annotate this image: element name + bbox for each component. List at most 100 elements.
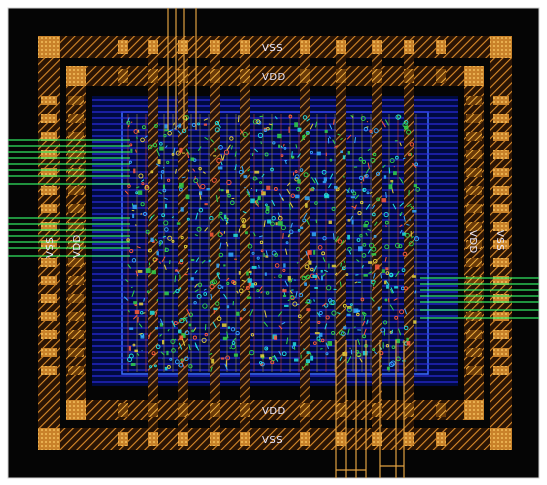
cell-contact <box>355 309 360 313</box>
cell-via <box>292 301 298 307</box>
cell-wire <box>411 162 417 169</box>
cell-via <box>372 348 376 352</box>
power-strap <box>300 36 310 450</box>
cell-wire <box>219 242 222 249</box>
cell-wire <box>337 133 341 136</box>
cell-via <box>229 136 234 141</box>
cell-via <box>253 282 258 286</box>
cell-wire <box>313 299 315 302</box>
cell-contact <box>213 307 218 310</box>
cell-via <box>408 241 414 247</box>
cell-wire <box>382 164 386 168</box>
cell-wire <box>301 134 306 142</box>
cell-wire <box>320 348 323 350</box>
cell-wire <box>357 338 361 345</box>
cell-contact <box>137 270 143 273</box>
cell-wire <box>194 176 196 180</box>
cell-via <box>131 258 137 263</box>
cell-via <box>317 245 323 250</box>
cell-contact <box>403 125 409 130</box>
cell-via <box>274 263 280 268</box>
cell-via <box>214 120 220 126</box>
cell-wire <box>392 203 397 210</box>
cell-wire <box>172 290 177 295</box>
cell-via <box>270 360 275 365</box>
cell-via <box>139 311 144 315</box>
cell-wire <box>133 314 138 320</box>
io-pad-right-inner <box>466 258 482 267</box>
power-strap <box>210 36 220 450</box>
cell-wire <box>277 311 283 317</box>
cell-wire <box>258 235 263 238</box>
io-pad-bottom-inner <box>436 403 446 417</box>
cell-via <box>238 288 244 293</box>
cell-wire <box>271 123 273 131</box>
cell-via <box>264 152 269 157</box>
cell-wire <box>367 148 371 152</box>
cell-wire <box>234 164 237 171</box>
cell-contact <box>190 258 195 262</box>
cell-wire <box>249 309 254 317</box>
cell-wire <box>140 213 143 215</box>
cell-contact <box>327 341 333 347</box>
cell-wire <box>399 229 403 234</box>
cell-wire <box>250 187 253 190</box>
cell-contact <box>250 282 255 288</box>
cell-contact <box>157 159 161 165</box>
cell-wire <box>261 189 263 195</box>
cell-contact <box>225 189 230 194</box>
io-pad-left-inner <box>68 222 84 231</box>
cell-via <box>193 178 199 184</box>
cell-via <box>327 298 333 303</box>
cell-wire <box>357 355 361 357</box>
cell-via <box>129 248 134 254</box>
cell-contact <box>132 213 135 219</box>
cell-via <box>163 134 167 138</box>
cell-via <box>192 335 197 340</box>
cell-wire <box>347 187 350 194</box>
io-pad-left <box>41 348 57 357</box>
cell-wire <box>156 298 159 302</box>
cell-wire <box>391 329 394 334</box>
io-pad-top-inner <box>336 69 346 83</box>
cell-wire <box>363 328 367 336</box>
cell-contact <box>242 224 246 228</box>
cell-wire <box>265 347 268 350</box>
cell-contact <box>316 151 321 156</box>
cell-via <box>163 220 169 226</box>
cell-contact <box>133 301 137 305</box>
cell-wire <box>163 197 168 200</box>
cell-contact <box>260 354 265 358</box>
io-pad-right-inner <box>466 204 482 213</box>
cell-contact <box>150 237 154 243</box>
cell-contact <box>368 261 373 264</box>
cell-contact <box>129 327 134 330</box>
cell-via <box>188 364 193 369</box>
cell-via <box>331 206 336 211</box>
cell-contact <box>363 224 368 228</box>
cell-wire <box>369 191 373 194</box>
cell-via <box>398 244 403 249</box>
cell-wire <box>365 203 371 210</box>
cell-wire <box>163 264 167 270</box>
cell-via <box>171 152 175 156</box>
cell-wire <box>136 136 138 140</box>
io-pad-right <box>493 222 509 231</box>
cell-wire <box>141 179 145 183</box>
cell-wire <box>283 143 285 147</box>
io-pad-right-inner <box>466 276 482 285</box>
cell-contact <box>226 305 230 309</box>
cell-contact <box>287 276 291 281</box>
io-pad-left <box>41 366 57 375</box>
cell-via <box>171 239 175 243</box>
cell-wire <box>202 171 206 174</box>
cell-wire <box>263 321 269 327</box>
cell-via <box>395 242 401 249</box>
cell-contact <box>180 207 184 212</box>
cell-contact <box>371 253 377 256</box>
cell-via <box>144 185 150 191</box>
cell-wire <box>136 186 140 189</box>
cell-via <box>209 284 215 290</box>
cell-contact <box>306 308 311 312</box>
power-strap <box>372 36 382 450</box>
